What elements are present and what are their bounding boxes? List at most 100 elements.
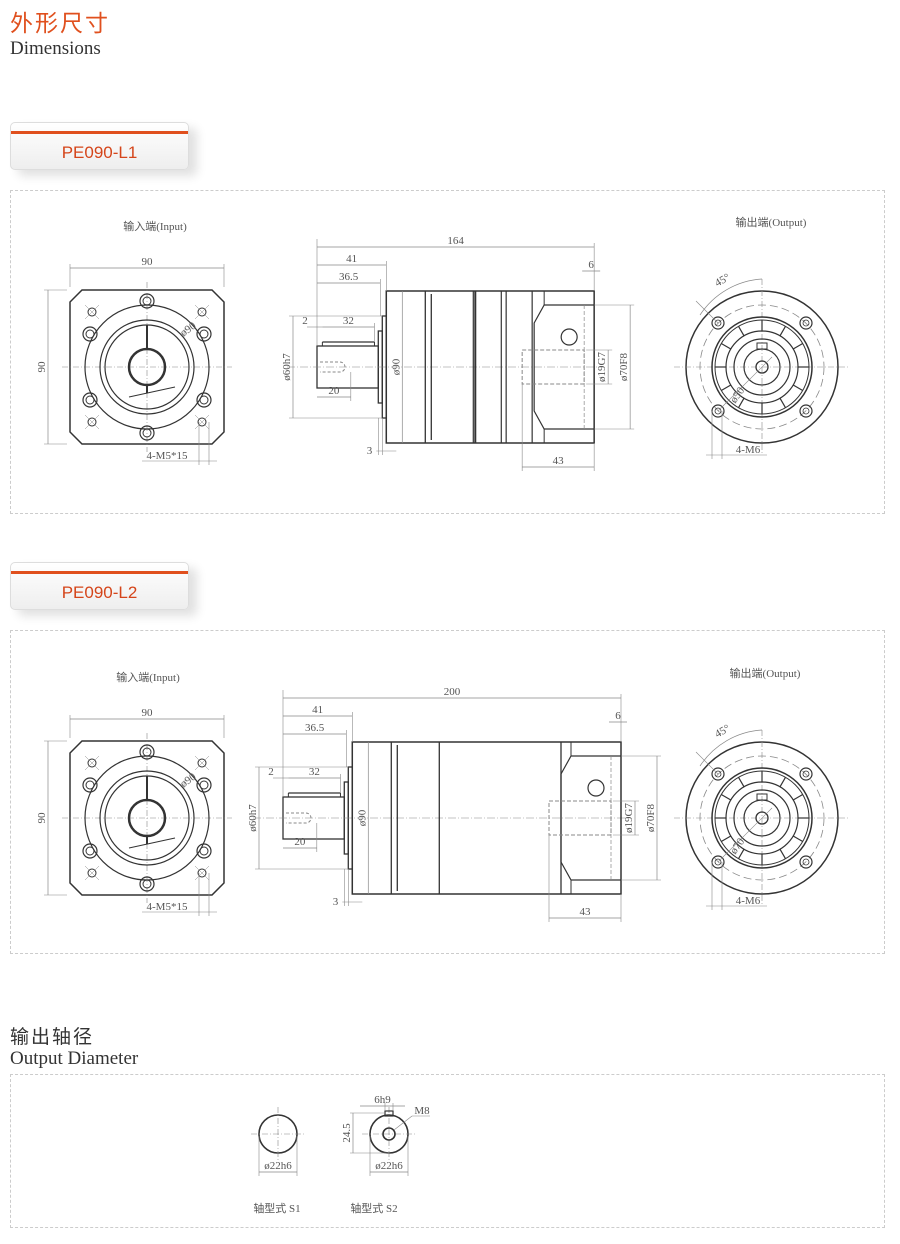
drawing-line bbox=[84, 755, 100, 771]
pitch-circle bbox=[699, 755, 825, 881]
dimension-s1-dia: ø22h6 bbox=[264, 1160, 292, 1172]
rib bbox=[720, 384, 732, 392]
section-title-en: Dimensions bbox=[10, 38, 101, 59]
drawing-line bbox=[194, 304, 210, 320]
dimension-s2-dia: ø22h6 bbox=[375, 1160, 403, 1172]
dimension-angle: 45° bbox=[713, 722, 732, 740]
output-mounting-hole bbox=[714, 407, 722, 415]
mounting-hole bbox=[199, 780, 209, 790]
mounting-hole bbox=[85, 846, 95, 856]
dimension-36-5: 36.5 bbox=[305, 722, 325, 734]
dimension-pilot: ø60h7 bbox=[281, 353, 293, 381]
dimension-32: 32 bbox=[343, 315, 354, 327]
rib bbox=[737, 848, 745, 860]
output-shaft-center bbox=[755, 360, 769, 374]
dimension-holes: 4-M6 bbox=[736, 444, 761, 456]
drawing-line bbox=[393, 1115, 413, 1131]
dimension-holes: 4-M5*15 bbox=[147, 450, 188, 462]
model-tab-l1: PE090-L1 bbox=[10, 122, 189, 170]
drawing-circle bbox=[99, 770, 195, 866]
dimension-6: 6 bbox=[615, 710, 621, 722]
drawing-circle bbox=[99, 319, 195, 415]
output-mounting-hole bbox=[802, 858, 810, 866]
drawing-line bbox=[695, 300, 719, 324]
dimension-height: 90 bbox=[36, 812, 48, 824]
drawing-line bbox=[717, 807, 773, 863]
tapped-hole bbox=[87, 758, 97, 768]
output-mounting-hole bbox=[802, 407, 810, 415]
mounting-hole bbox=[85, 329, 95, 339]
rib bbox=[737, 776, 745, 788]
drawing-line bbox=[84, 414, 100, 430]
drawing-line bbox=[128, 837, 176, 849]
dimension-total-length: 164 bbox=[447, 235, 464, 247]
output-mounting-hole bbox=[799, 316, 813, 330]
dimension-bore: ø19G7 bbox=[623, 803, 635, 833]
mounting-hole bbox=[139, 876, 155, 892]
tapped-hole bbox=[197, 307, 207, 317]
shaft-s2-thread bbox=[382, 1127, 396, 1141]
output-housing bbox=[560, 755, 621, 881]
input-flange-outline bbox=[69, 740, 225, 896]
rib bbox=[779, 325, 787, 337]
tapped-hole bbox=[197, 868, 207, 878]
dimension-pcd: ø90 bbox=[178, 771, 199, 791]
output-mounting-hole bbox=[799, 404, 813, 418]
drawing-line bbox=[84, 865, 100, 881]
rib bbox=[737, 325, 745, 337]
rib bbox=[737, 397, 745, 409]
output-mounting-hole bbox=[799, 855, 813, 869]
tapped-hole bbox=[87, 417, 97, 427]
mounting-hole bbox=[196, 843, 212, 859]
key bbox=[756, 342, 768, 350]
rib bbox=[792, 793, 804, 801]
output-view-label: 输出端(Output) bbox=[736, 215, 807, 229]
rib bbox=[720, 835, 732, 843]
drawing-panel-l2 bbox=[10, 630, 885, 954]
access-hole bbox=[560, 328, 578, 346]
pitch-circle bbox=[699, 304, 825, 430]
mounting-hole bbox=[196, 777, 212, 793]
mounting-hole bbox=[196, 326, 212, 342]
shaft-s2-key bbox=[384, 1110, 394, 1117]
mounting-hole bbox=[142, 879, 152, 889]
output-mounting-hole bbox=[802, 319, 810, 327]
dimension-s2-thread: M8 bbox=[414, 1105, 430, 1117]
mounting-hole bbox=[199, 846, 209, 856]
output-housing bbox=[533, 304, 595, 430]
input-view-label: 输入端(Input) bbox=[123, 219, 187, 233]
mounting-hole bbox=[199, 395, 209, 405]
output-diameter-title-en: Output Diameter bbox=[10, 1048, 139, 1069]
dimension-36-5: 36.5 bbox=[339, 271, 359, 283]
model-name: PE090-L1 bbox=[61, 143, 138, 162]
tab-accent-bar bbox=[11, 571, 188, 574]
dimension-height: 90 bbox=[36, 361, 48, 373]
output-mounting-hole bbox=[714, 319, 722, 327]
tapped-hole bbox=[197, 758, 207, 768]
output-mounting-hole bbox=[711, 767, 725, 781]
drawing-line bbox=[717, 356, 773, 412]
access-hole bbox=[587, 779, 605, 797]
drawing-line bbox=[128, 386, 176, 398]
mounting-hole bbox=[85, 780, 95, 790]
dimension-width: 90 bbox=[142, 707, 154, 719]
output-mounting-hole bbox=[714, 858, 722, 866]
mounting-hole bbox=[82, 392, 98, 408]
mounting-hole bbox=[139, 293, 155, 309]
dimension-body: ø90 bbox=[356, 809, 368, 826]
dimension-spigot: ø70F8 bbox=[645, 803, 657, 832]
input-view-label: 输入端(Input) bbox=[116, 670, 180, 684]
output-diameter-panel bbox=[10, 1074, 885, 1228]
tapped-hole bbox=[87, 868, 97, 878]
output-mounting-hole bbox=[799, 767, 813, 781]
drawing-line bbox=[194, 865, 210, 881]
shaft-s1-caption: 轴型式 S1 bbox=[253, 1201, 300, 1215]
mounting-hole bbox=[139, 425, 155, 441]
mounting-hole bbox=[82, 326, 98, 342]
tapped-hole bbox=[197, 417, 207, 427]
rib bbox=[779, 776, 787, 788]
drawing-line bbox=[194, 755, 210, 771]
dimension-3: 3 bbox=[333, 896, 339, 908]
mounting-hole bbox=[85, 395, 95, 405]
